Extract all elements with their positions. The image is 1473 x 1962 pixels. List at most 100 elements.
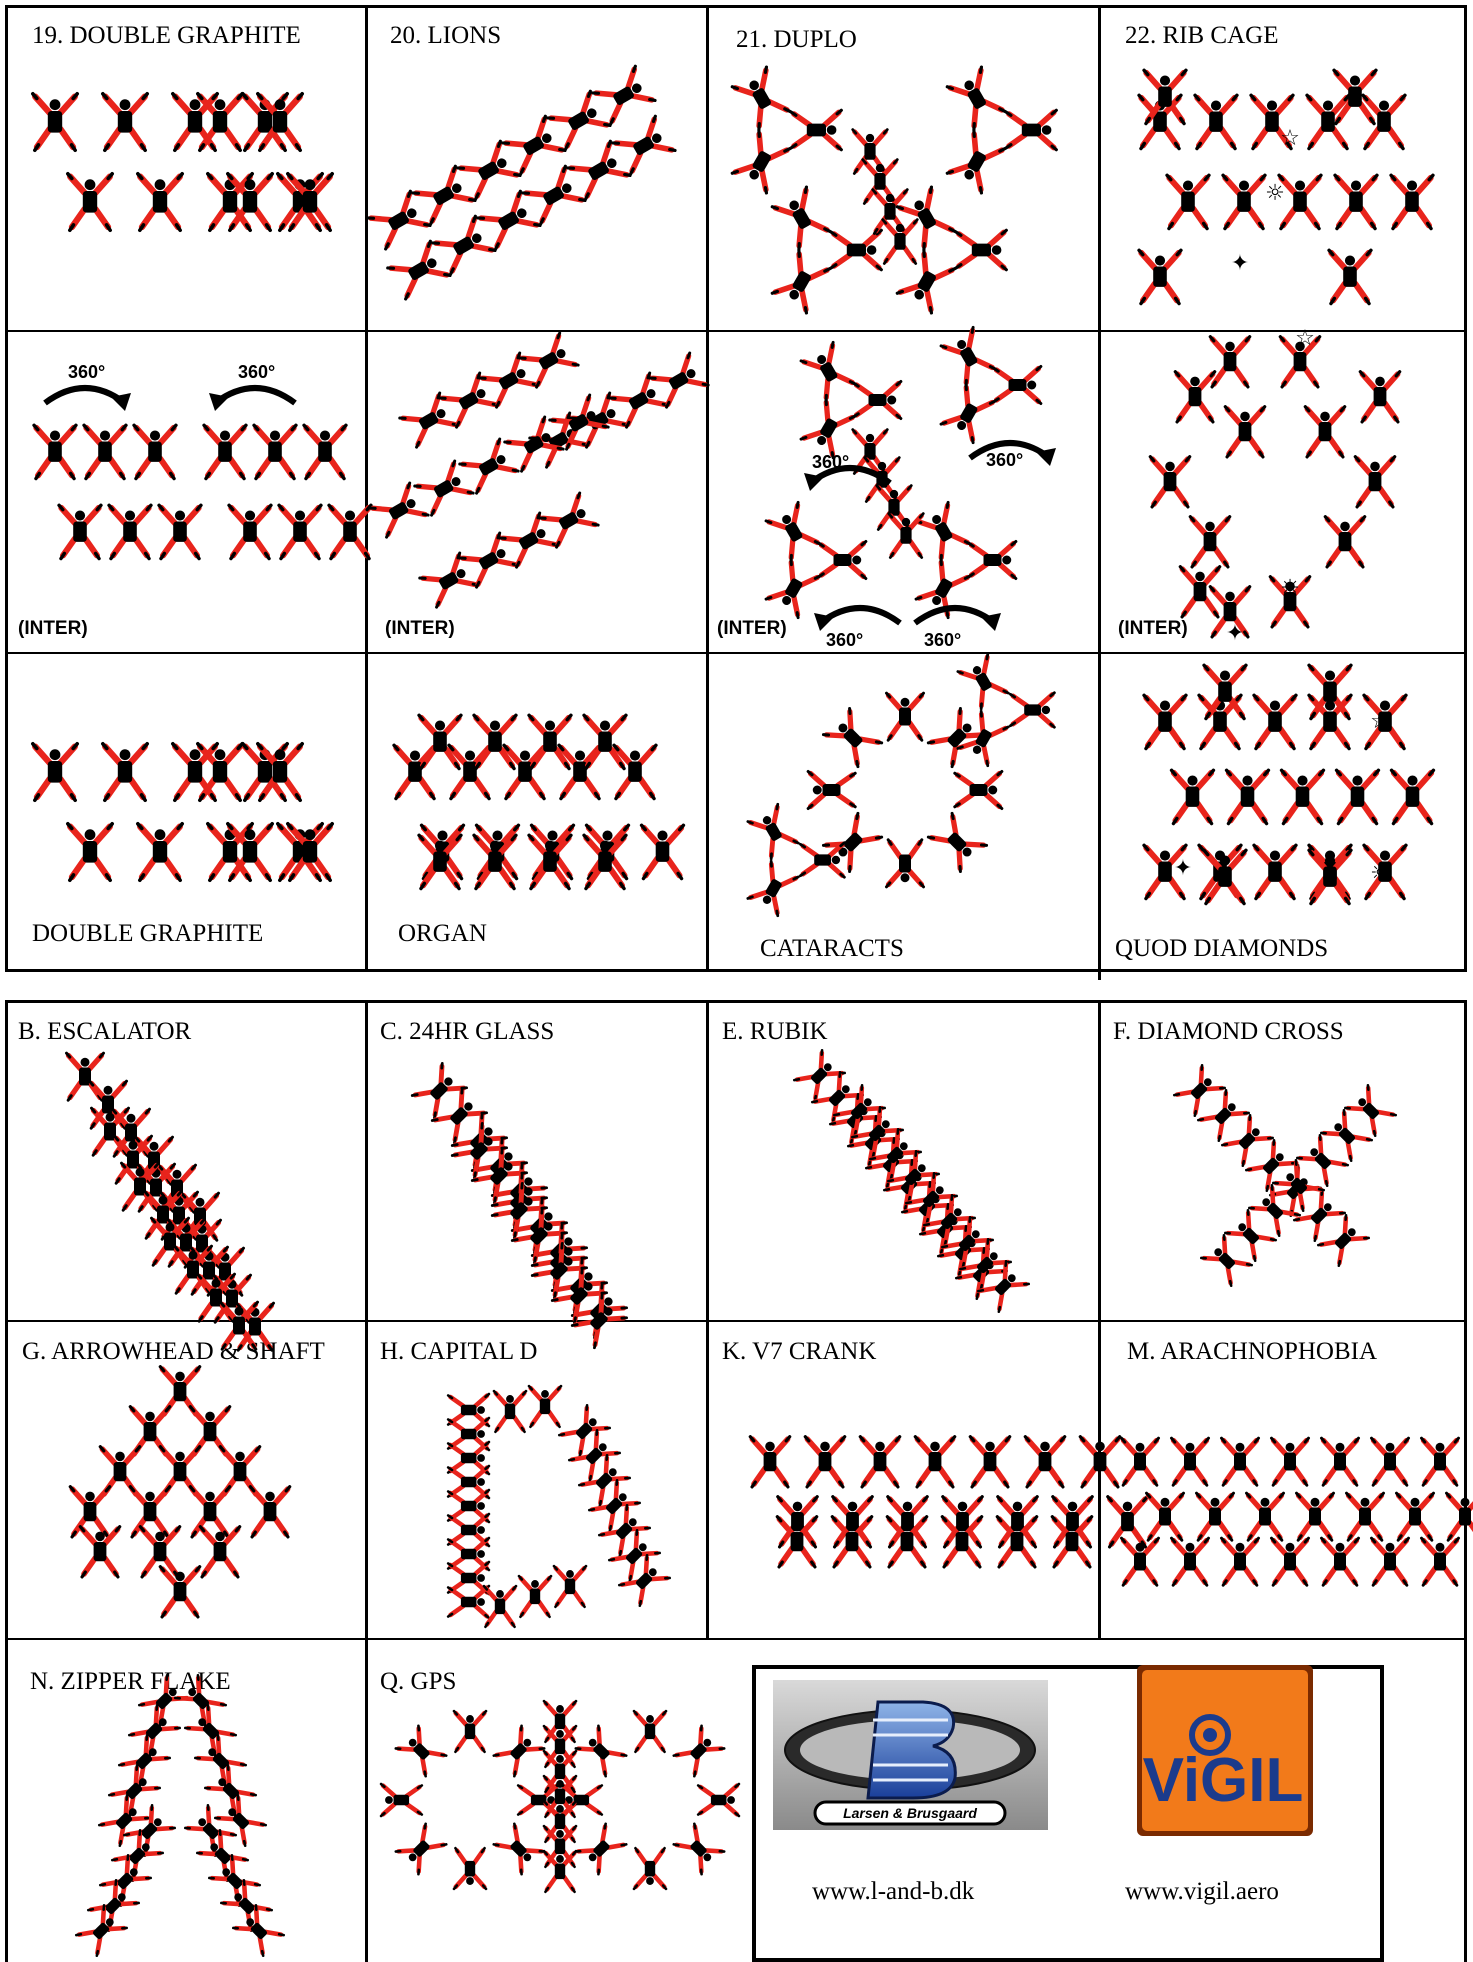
jumper-figure-icon xyxy=(673,1726,724,1777)
jumper-figure-icon xyxy=(1307,95,1349,148)
jumper-figure-icon xyxy=(1223,175,1265,228)
jumper-figure-icon xyxy=(138,824,182,880)
jumper-figure-icon xyxy=(190,1487,229,1537)
jumper-figure-icon xyxy=(970,1437,1009,1487)
jumper-figure-icon xyxy=(1172,1538,1209,1585)
jumper-figure-icon xyxy=(381,1784,422,1816)
jumper-figure-icon xyxy=(494,1391,526,1432)
jumper-figure-icon xyxy=(493,1823,544,1874)
rotation-arrow-icon xyxy=(970,443,1050,458)
jumper-figure-icon xyxy=(584,835,626,888)
jumper-figure-icon xyxy=(1225,1210,1276,1261)
jumper-figure-icon xyxy=(955,772,1002,809)
jumper-figure-icon xyxy=(1195,95,1237,148)
jumper-figure-icon xyxy=(772,187,831,250)
jumper-figure-icon xyxy=(1347,1493,1384,1540)
rotation-arrow-icon xyxy=(45,388,125,403)
jumper-figure-icon xyxy=(1272,1438,1309,1485)
jumper-figure-icon xyxy=(1254,845,1296,898)
jumper-figure-icon xyxy=(529,715,571,768)
jumper-figure-icon xyxy=(233,1905,284,1956)
jumper-figure-icon xyxy=(419,835,461,888)
jumper-figure-icon xyxy=(823,708,882,767)
jumper-figure-icon xyxy=(1337,770,1379,823)
jumper-figure-icon xyxy=(474,835,516,888)
jumper-figure-icon xyxy=(229,505,271,558)
jumper-figure-icon xyxy=(1108,1497,1147,1547)
jumper-figure-icon xyxy=(1144,695,1186,748)
jumper-figure-icon xyxy=(947,67,1006,130)
jumper-figure-icon xyxy=(1122,1438,1159,1485)
jumper-figure-icon xyxy=(173,94,217,150)
sun-marker-icon: ☼ xyxy=(1265,181,1285,206)
jumper-figure-icon xyxy=(1006,110,1056,149)
jumper-figure-icon xyxy=(1197,1090,1248,1141)
jumper-figure-icon xyxy=(1372,1538,1409,1585)
jumper-figure-icon xyxy=(927,812,986,871)
jumper-figure-icon xyxy=(1335,175,1377,228)
rotation-arrow-icon xyxy=(215,388,295,403)
jumper-figure-icon xyxy=(800,843,844,877)
jumper-figure-icon xyxy=(1322,1538,1359,1585)
jumper-figure-icon xyxy=(529,1386,561,1427)
jumper-figure-icon xyxy=(1147,1493,1184,1540)
jumper-figure-icon xyxy=(1122,1538,1159,1585)
cross-marker-icon: ✦ xyxy=(1226,621,1244,646)
jumper-figure-icon xyxy=(493,1726,544,1777)
jumper-figure-icon xyxy=(103,744,147,800)
jumper-figure-icon xyxy=(198,744,242,800)
jumper-figure-icon xyxy=(1422,1538,1459,1585)
jumper-figure-icon xyxy=(808,772,855,809)
jumper-figure-icon xyxy=(887,840,924,887)
jumper-figure-icon xyxy=(1190,517,1229,567)
jumper-figure-icon xyxy=(529,835,571,888)
jumper-figure-icon xyxy=(80,1527,119,1577)
jumper-figure-icon xyxy=(33,94,77,150)
jumper-figure-icon xyxy=(1197,1493,1234,1540)
jumper-figure-icon xyxy=(1297,1493,1334,1540)
jumper-figure-icon xyxy=(215,1795,266,1846)
jumper-figure-icon xyxy=(504,417,563,473)
jumper-figure-icon xyxy=(1247,1493,1284,1540)
jumper-figure-icon xyxy=(1345,1085,1396,1136)
jumper-figure-icon xyxy=(1204,850,1246,903)
jumper-figure-icon xyxy=(1173,1065,1224,1116)
jumper-figure-icon xyxy=(698,1784,739,1816)
jumper-figure-icon xyxy=(1305,407,1344,457)
jumper-figure-icon xyxy=(584,715,626,768)
rotation-arrow-icon xyxy=(820,608,900,623)
jumper-figure-icon xyxy=(1167,175,1209,228)
jumper-figure-icon xyxy=(748,804,800,859)
jumper-figure-icon xyxy=(1321,1110,1372,1161)
cross-marker-icon: ✦ xyxy=(1174,856,1192,881)
jumper-figure-icon xyxy=(554,1566,586,1607)
jumper-figure-icon xyxy=(329,505,371,558)
jumper-figure-icon xyxy=(1325,517,1364,567)
jumper-figure-icon xyxy=(897,187,956,250)
jumper-figure-icon xyxy=(1363,95,1405,148)
jumper-figure-icon xyxy=(887,693,924,740)
jumper-figure-icon xyxy=(618,1555,669,1606)
jumper-figure-icon xyxy=(138,174,182,230)
jumper-figure-icon xyxy=(173,744,217,800)
jumper-figure-icon xyxy=(732,130,791,193)
jumper-figure-icon xyxy=(750,1437,789,1487)
jumper-figure-icon xyxy=(502,116,565,175)
jumper-figure-icon xyxy=(634,1711,666,1752)
jumper-figure-icon xyxy=(941,327,997,386)
jumper-figure-icon xyxy=(484,1586,516,1627)
jumper-figure-icon xyxy=(448,1586,489,1618)
jumper-figure-icon xyxy=(823,812,882,871)
sun-marker-icon: ☼ xyxy=(1370,861,1390,886)
jumper-figure-icon xyxy=(649,353,708,409)
jumper-figure-icon xyxy=(396,1823,447,1874)
jumper-figure-icon xyxy=(634,1848,666,1889)
jumper-figure-icon xyxy=(1391,175,1433,228)
cross-marker-icon: ✦ xyxy=(1231,251,1249,276)
jumper-figure-icon xyxy=(1150,457,1189,507)
jumper-figure-icon xyxy=(969,542,1016,579)
jumper-figure-icon xyxy=(279,505,321,558)
jumper-figure-icon xyxy=(801,342,857,401)
jumper-figure-icon xyxy=(1025,1437,1064,1487)
